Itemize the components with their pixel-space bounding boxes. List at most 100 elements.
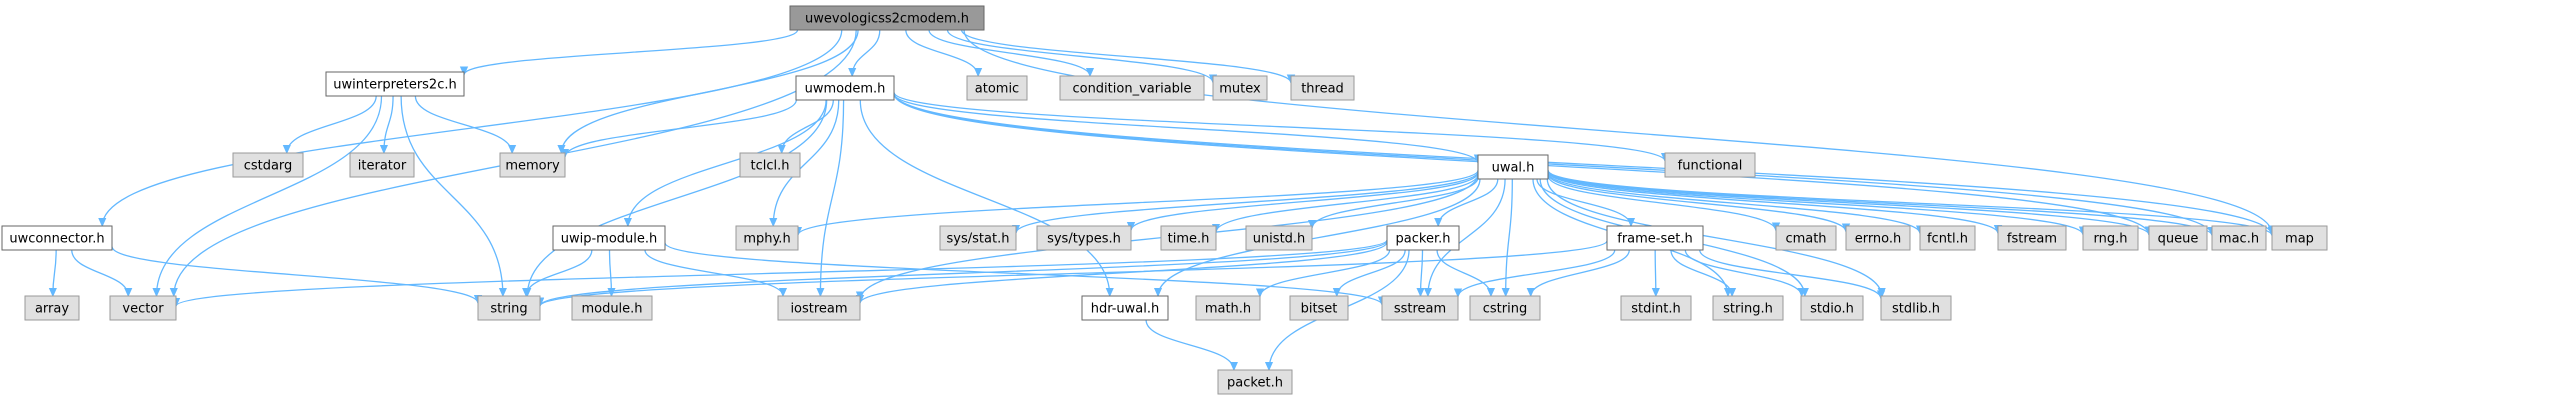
node-uwconnector[interactable]: uwconnector.h: [1, 225, 113, 251]
edge-uwal-to-queue: [1547, 170, 2149, 235]
node-box: [2082, 225, 2139, 251]
node-condition-variable: condition_variable: [1059, 75, 1205, 101]
node-functional: functional: [1664, 152, 1756, 178]
edge-uwinterpreters2c-to-iterator: [384, 95, 394, 153]
node-mphy: mphy.h: [735, 225, 799, 251]
node-stdio: stdio.h: [1800, 295, 1864, 321]
node-box: [1081, 295, 1169, 321]
node-box: [552, 225, 666, 251]
node-box: [24, 295, 80, 321]
edge-uwip_module-to-iostream: [644, 249, 783, 296]
edge-frame_set-to-string: [540, 240, 1608, 306]
node-label: stdio.h: [1810, 302, 1854, 317]
edge-root-to-atomic: [905, 29, 978, 76]
node-label: queue: [2158, 232, 2199, 247]
edge-packer-to-bitset: [1337, 249, 1406, 296]
node-packet: packet.h: [1217, 369, 1293, 395]
node-label: packer.h: [1396, 232, 1451, 247]
node-label: errno.h: [1855, 232, 1902, 247]
node-box: [1217, 369, 1293, 395]
edge-uwal-to-sys_types: [1131, 172, 1479, 230]
node-box: [777, 295, 861, 321]
edge-uwal-to-hdr_uwal: [1158, 178, 1481, 296]
edge-uwal-to-fcntl: [1547, 172, 1920, 234]
node-label: stdlib.h: [1892, 302, 1940, 317]
node-box: [1059, 75, 1205, 101]
node-time: time.h: [1160, 225, 1217, 251]
edge-frame_set-to-sstream: [1458, 249, 1616, 297]
edge-uwmodem-to-tclcl: [782, 99, 834, 153]
node-label: uwmodem.h: [805, 82, 886, 97]
edge-uwconnector-to-vector: [71, 249, 129, 296]
node-uwip-module[interactable]: uwip-module.h: [552, 225, 666, 251]
node-box: [1195, 295, 1261, 321]
node-label: packet.h: [1227, 376, 1283, 391]
node-packer[interactable]: packer.h: [1386, 225, 1460, 251]
node-box: [1036, 225, 1132, 251]
node-box: [1477, 154, 1549, 180]
node-label: uwinterpreters2c.h: [333, 78, 456, 93]
node-label: thread: [1301, 82, 1344, 97]
node-module: module.h: [571, 295, 653, 321]
edge-uwal-to-rng: [1547, 170, 2083, 235]
edge-root-to-uwmodem: [852, 29, 881, 76]
node-uwinterpreters2c[interactable]: uwinterpreters2c.h: [325, 71, 465, 97]
node-box: [795, 75, 895, 101]
edge-uwmodem-to-uwal: [893, 93, 1478, 163]
node-uwal[interactable]: uwal.h: [1477, 154, 1549, 180]
node-label: uwal.h: [1492, 161, 1535, 176]
node-box: [1160, 225, 1217, 251]
edge-uwmodem-to-functional: [893, 91, 1665, 161]
node-label: bitset: [1301, 302, 1338, 317]
node-label: cmath: [1785, 232, 1826, 247]
node-thread: thread: [1290, 75, 1355, 101]
edge-uwinterpreters2c-to-cstdarg: [287, 95, 377, 153]
node-box: [1212, 75, 1268, 101]
edge-root-to-uwinterpreters2c: [464, 29, 799, 75]
edge-packer-to-string: [540, 240, 1388, 306]
node-label: condition_variable: [1072, 82, 1191, 97]
node-memory: memory: [499, 152, 566, 178]
node-sys-stat: sys/stat.h: [939, 225, 1017, 251]
node-box: [739, 152, 801, 178]
node-label: cstring: [1483, 302, 1527, 317]
node-root[interactable]: uwevologicss2cmodem.h: [789, 5, 985, 31]
node-label: cstdarg: [244, 159, 293, 174]
edge-uwconnector-to-string: [111, 246, 478, 304]
edge-uwip_module-to-module: [610, 249, 612, 296]
edge-packer-to-sstream: [1421, 249, 1423, 296]
node-atomic: atomic: [966, 75, 1028, 101]
edge-uwmodem-to-mphy: [773, 99, 840, 226]
node-box: [2211, 225, 2267, 251]
node-array: array: [24, 295, 80, 321]
node-label: unistd.h: [1253, 232, 1306, 247]
node-fcntl: fcntl.h: [1919, 225, 1976, 251]
node-box: [1381, 295, 1459, 321]
node-box: [1919, 225, 1976, 251]
edge-root-to-uwconnector: [102, 29, 843, 226]
edge-uwal-to-fstream: [1547, 171, 1998, 234]
edge-uwal-to-mac: [1547, 169, 2212, 235]
edge-uwmodem-to-memory: [565, 99, 797, 157]
edge-root-to-map: [963, 29, 2272, 234]
node-cstdarg: cstdarg: [232, 152, 304, 178]
node-box: [2148, 225, 2208, 251]
edge-root-to-thread: [961, 29, 1291, 83]
node-label: functional: [1678, 159, 1743, 174]
edge-uwmodem-to-uwip_module: [628, 99, 827, 226]
node-box: [477, 295, 541, 321]
node-label: iostream: [790, 302, 847, 317]
edge-packer-to-math: [1260, 249, 1391, 297]
edge-uwal-to-frame_set: [1536, 178, 1631, 226]
node-box: [1800, 295, 1864, 321]
node-label: sys/types.h: [1047, 232, 1121, 247]
node-hdr-uwal[interactable]: hdr-uwal.h: [1081, 295, 1169, 321]
node-uwmodem[interactable]: uwmodem.h: [795, 75, 895, 101]
node-label: memory: [505, 159, 560, 174]
node-unistd: unistd.h: [1245, 225, 1313, 251]
node-frame-set[interactable]: frame-set.h: [1606, 225, 1704, 251]
edge-root-to-condition_variable: [928, 29, 1090, 76]
edge-hdr_uwal-to-packet: [1145, 319, 1234, 370]
edge-uwmodem-to-mac: [893, 93, 2212, 235]
